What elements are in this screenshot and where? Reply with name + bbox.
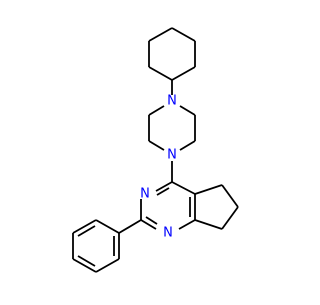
bond xyxy=(148,105,165,116)
atom-n-piperazine-bottom: N xyxy=(167,148,177,163)
bond xyxy=(72,219,97,234)
bond xyxy=(148,140,165,151)
cyclohexyl-ring xyxy=(148,27,196,81)
bond xyxy=(179,105,196,116)
bond xyxy=(194,219,223,230)
bond xyxy=(95,219,120,234)
bond xyxy=(156,187,170,196)
phenyl-ring xyxy=(72,219,120,273)
bond xyxy=(72,258,97,273)
bond xyxy=(221,184,239,208)
bond xyxy=(140,219,157,230)
bond xyxy=(171,27,196,42)
bond xyxy=(148,27,173,42)
bond xyxy=(179,140,196,151)
cyclopentane-ring xyxy=(194,184,239,230)
bond xyxy=(194,184,223,195)
molecule-canvas: N N N N xyxy=(72,27,239,273)
bond xyxy=(77,225,96,237)
atom-n-pyrimidine-1: N xyxy=(163,226,173,241)
bond xyxy=(155,181,173,192)
bond xyxy=(171,66,196,81)
bond xyxy=(145,216,158,225)
pyrimidine-ring xyxy=(140,181,196,230)
structure-diagram: N N N N xyxy=(72,27,239,273)
piperazine-ring xyxy=(148,105,196,151)
bond xyxy=(171,181,196,195)
atom-n-pyrimidine-3: N xyxy=(140,187,150,202)
bond xyxy=(178,219,196,230)
bond-pyrimidine-phenyl xyxy=(118,219,142,234)
atom-n-piperazine-top: N xyxy=(167,94,177,109)
bond xyxy=(95,258,120,273)
bond xyxy=(148,66,173,81)
bond xyxy=(221,206,239,230)
bond xyxy=(77,255,96,267)
